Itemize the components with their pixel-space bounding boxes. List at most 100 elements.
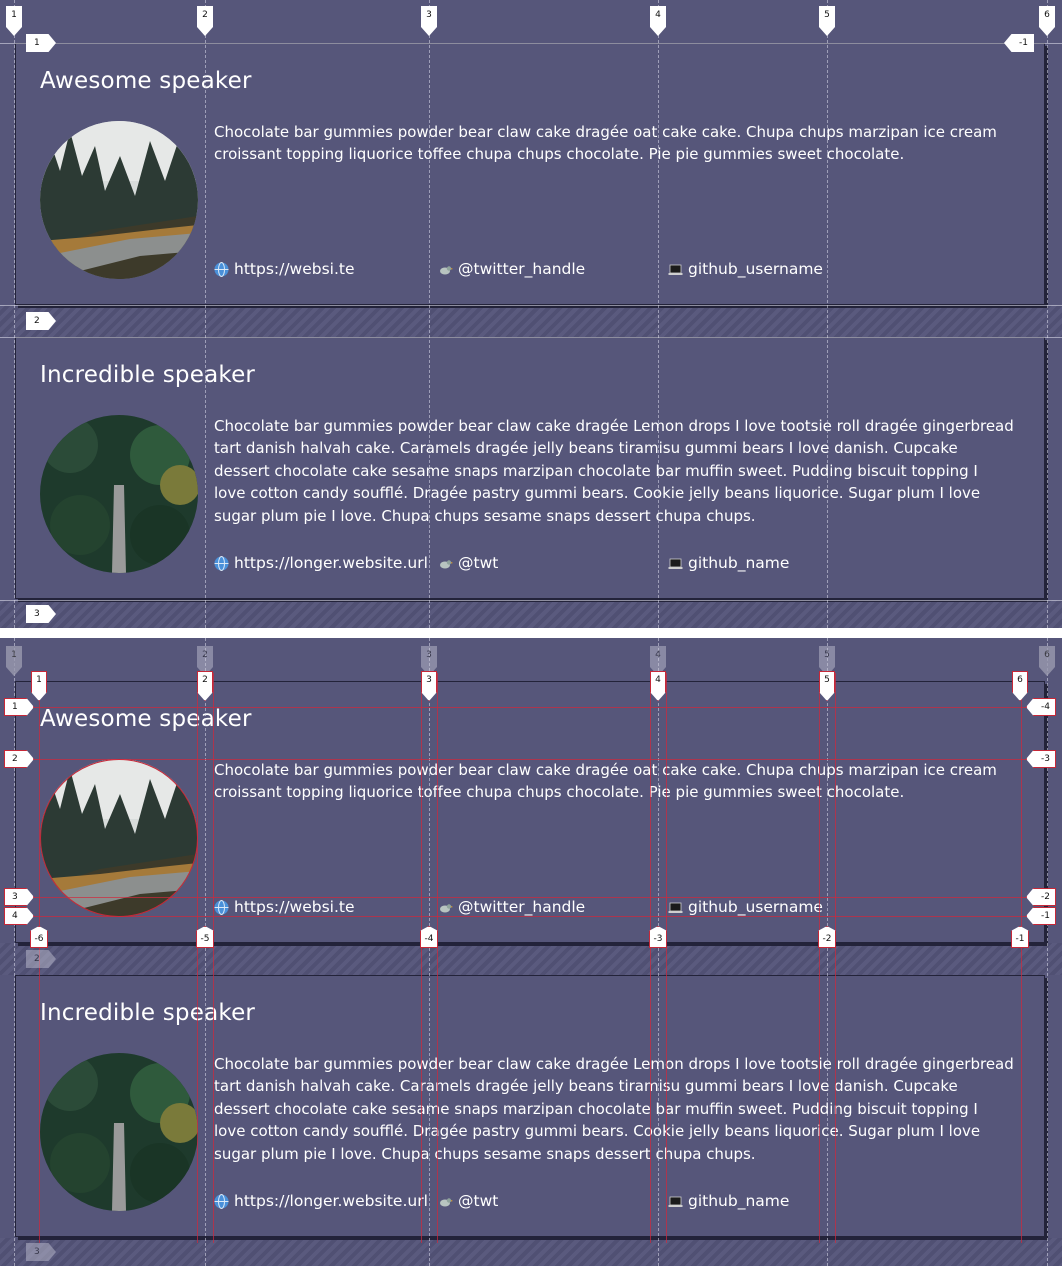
grid-column-line — [429, 0, 430, 628]
laptop-icon — [668, 900, 683, 915]
speaker-photo — [40, 759, 198, 917]
foggy-road-image — [40, 759, 198, 917]
laptop-icon — [668, 556, 683, 571]
github-link-text: github_username — [688, 260, 823, 278]
globe-icon — [214, 899, 229, 915]
subgrid-column-marker: 2 — [197, 671, 213, 701]
subgrid-column-line — [421, 673, 422, 1243]
github-link-text: github_name — [688, 1192, 790, 1210]
subgrid-column-line — [197, 673, 198, 1243]
column-line-marker: 3 — [421, 6, 437, 36]
speaker-photo — [40, 1053, 198, 1211]
subgrid-column-line — [666, 673, 667, 1243]
column-line-marker: 6 — [1039, 6, 1055, 36]
website-link[interactable]: https://websi.te — [214, 260, 355, 278]
column-line-marker: 5 — [819, 6, 835, 36]
grid-row-line — [0, 337, 1062, 338]
bird-icon — [438, 556, 453, 571]
column-line-marker: 2 — [197, 6, 213, 36]
subgrid-column-marker: 4 — [650, 671, 666, 701]
grid-row-line — [0, 305, 1062, 306]
subgrid-column-line — [650, 673, 651, 1243]
twitter-link-text: @twt — [458, 554, 499, 572]
github-link[interactable]: github_name — [668, 554, 789, 572]
row-line-marker-ghost: 2 — [26, 950, 56, 968]
github-link-text: github_username — [688, 898, 823, 916]
twitter-link[interactable]: @twt — [438, 554, 498, 572]
subgrid-column-marker-negative: -3 — [649, 926, 667, 948]
speaker-card: Incredible speaker Chocolate bar gummies… — [15, 975, 1045, 1237]
laptop-icon — [668, 262, 683, 277]
grid-column-line — [658, 638, 659, 1266]
subgrid-row-marker-negative: -3 — [1026, 750, 1056, 768]
subgrid-row-marker-negative: -1 — [1026, 907, 1056, 925]
grid-inspector-panel-default: Awesome speaker Chocolate bar gummies po… — [0, 0, 1062, 628]
globe-icon — [214, 261, 229, 277]
grid-row-line — [0, 600, 1062, 601]
speaker-name: Awesome speaker — [40, 68, 252, 94]
grid-column-line — [827, 0, 828, 628]
grid-column-line — [658, 0, 659, 628]
twitter-link-text: @twitter_handle — [458, 260, 586, 278]
website-link[interactable]: https://longer.website.url — [214, 1192, 428, 1210]
subgrid-column-marker: 6 — [1012, 671, 1028, 701]
subgrid-column-line — [835, 673, 836, 1243]
speaker-photo — [40, 415, 198, 573]
row-line-marker-end: -1 — [1004, 34, 1034, 52]
column-line-marker: 4 — [650, 6, 666, 36]
column-line-marker-ghost: 6 — [1039, 646, 1055, 676]
row-line-marker: 1 — [26, 34, 56, 52]
twitter-link[interactable]: @twitter_handle — [438, 898, 585, 916]
aerial-forest-image — [40, 1053, 198, 1211]
subgrid-row-line — [10, 897, 1052, 898]
twitter-link-text: @twitter_handle — [458, 898, 586, 916]
github-link[interactable]: github_username — [668, 260, 823, 278]
speaker-name: Incredible speaker — [40, 362, 256, 388]
website-link[interactable]: https://websi.te — [214, 898, 355, 916]
globe-icon — [214, 1193, 229, 1209]
twitter-link[interactable]: @twt — [438, 1192, 498, 1210]
subgrid-column-marker-negative: -4 — [420, 926, 438, 948]
bird-icon — [438, 262, 453, 277]
subgrid-column-line — [819, 673, 820, 1243]
grid-column-line — [205, 0, 206, 628]
column-line-marker-ghost: 2 — [197, 646, 213, 676]
column-line-marker-ghost: 5 — [819, 646, 835, 676]
grid-row-line — [0, 43, 1062, 44]
github-link[interactable]: github_username — [668, 898, 823, 916]
grid-inspector-panel-subgrid: Awesome speaker Chocolate bar gummies po… — [0, 638, 1062, 1266]
bird-icon — [438, 1194, 453, 1209]
website-link-text: https://longer.website.url — [234, 1192, 428, 1210]
speaker-bio: Chocolate bar gummies powder bear claw c… — [214, 123, 997, 164]
speaker-bio: Chocolate bar gummies powder bear claw c… — [214, 761, 997, 802]
subgrid-row-marker: 3 — [4, 888, 34, 906]
panel-separator — [0, 628, 1062, 638]
speaker-bio: Chocolate bar gummies powder bear claw c… — [214, 1055, 1014, 1163]
row-line-marker: 2 — [26, 312, 56, 330]
grid-column-line — [14, 0, 15, 628]
subgrid-row-marker: 4 — [4, 907, 34, 925]
subgrid-column-marker: 1 — [31, 671, 47, 701]
grid-column-line — [1047, 0, 1048, 628]
speaker-bio: Chocolate bar gummies powder bear claw c… — [214, 417, 1014, 525]
speaker-card: Incredible speaker Chocolate bar gummies… — [15, 337, 1045, 599]
twitter-link-text: @twt — [458, 1192, 499, 1210]
row-gap-band — [0, 305, 1062, 337]
subgrid-row-marker-negative: -4 — [1026, 698, 1056, 716]
twitter-link[interactable]: @twitter_handle — [438, 260, 585, 278]
github-link[interactable]: github_name — [668, 1192, 789, 1210]
column-line-marker-ghost: 4 — [650, 646, 666, 676]
subgrid-column-line — [213, 673, 214, 1243]
foggy-road-image — [40, 121, 198, 279]
subgrid-row-marker-negative: -2 — [1026, 888, 1056, 906]
column-line-marker-ghost: 3 — [421, 646, 437, 676]
subgrid-column-marker: 3 — [421, 671, 437, 701]
website-link-text: https://longer.website.url — [234, 554, 428, 572]
grid-column-line — [14, 638, 15, 1266]
subgrid-row-line — [10, 759, 1052, 760]
subgrid-column-line — [1021, 673, 1022, 1243]
website-link[interactable]: https://longer.website.url — [214, 554, 428, 572]
row-gap-band — [0, 943, 1062, 975]
website-link-text: https://websi.te — [234, 260, 355, 278]
subgrid-column-marker: 5 — [819, 671, 835, 701]
